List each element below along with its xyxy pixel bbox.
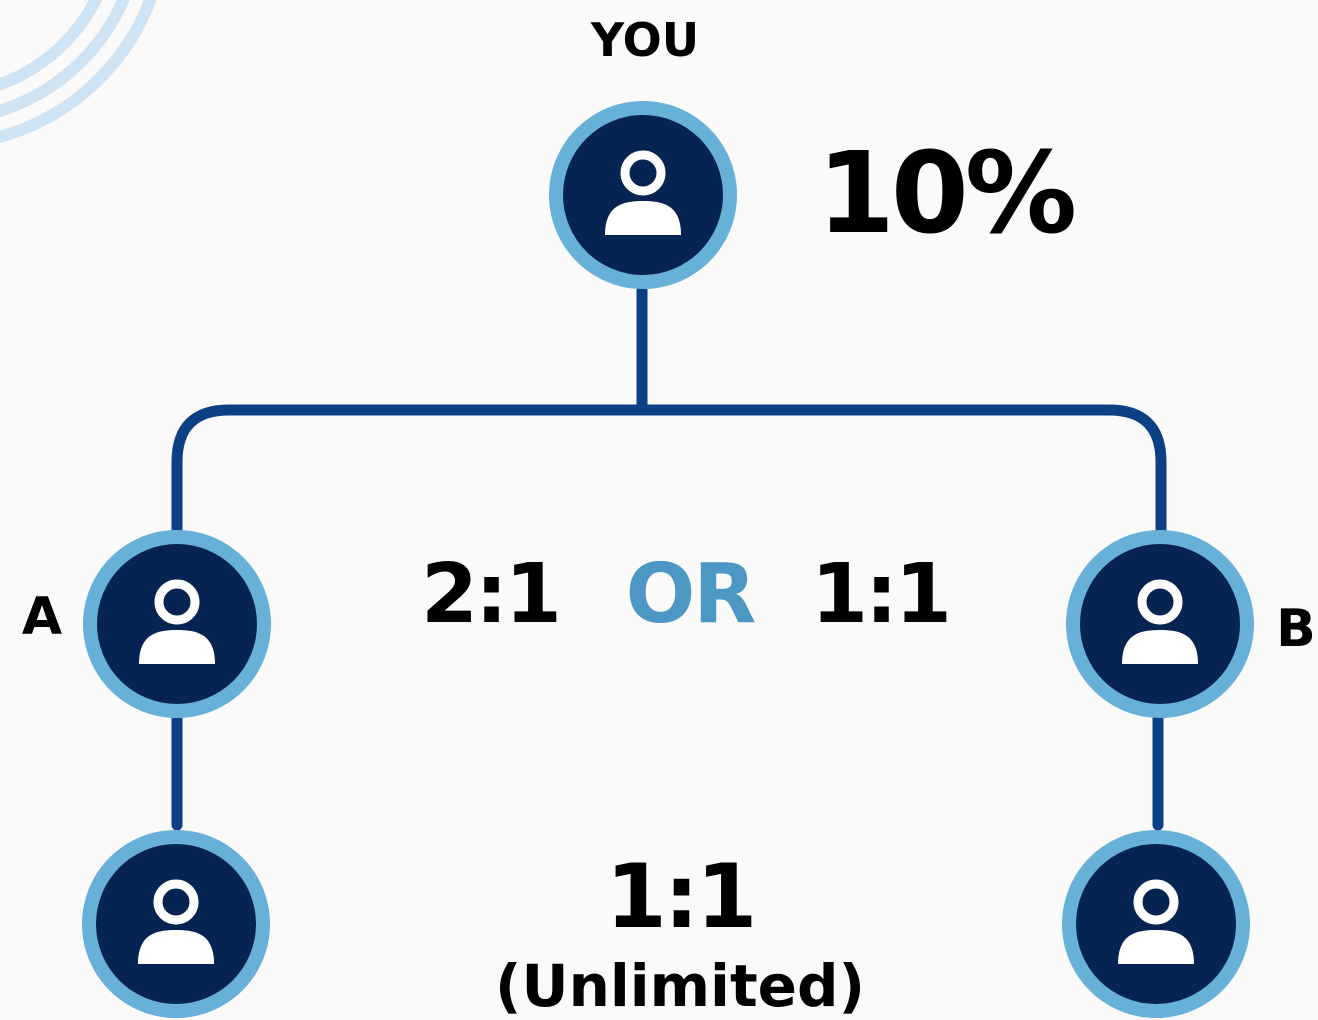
label-you: YOU [590, 13, 699, 67]
label-bottom-ratio: 1:1 [606, 845, 755, 948]
label-top-rate: 10% [817, 129, 1074, 259]
node-b-child [1062, 830, 1250, 1018]
connector-lines [171, 284, 1167, 831]
label-ratio-left: 2:1 [421, 547, 559, 642]
label-ratio-right: 1:1 [811, 547, 949, 642]
node-a-child [82, 830, 270, 1018]
node-a [83, 530, 271, 718]
decorative-arcs [0, 0, 157, 144]
connector-branch [171, 404, 1167, 536]
node-you [549, 101, 737, 289]
label-bottom-note: (Unlimited) [495, 952, 865, 1020]
label-ratio-or: OR [626, 547, 756, 642]
node-b [1066, 530, 1254, 718]
label-node-b: B [1276, 599, 1316, 659]
label-node-a: A [22, 587, 62, 647]
